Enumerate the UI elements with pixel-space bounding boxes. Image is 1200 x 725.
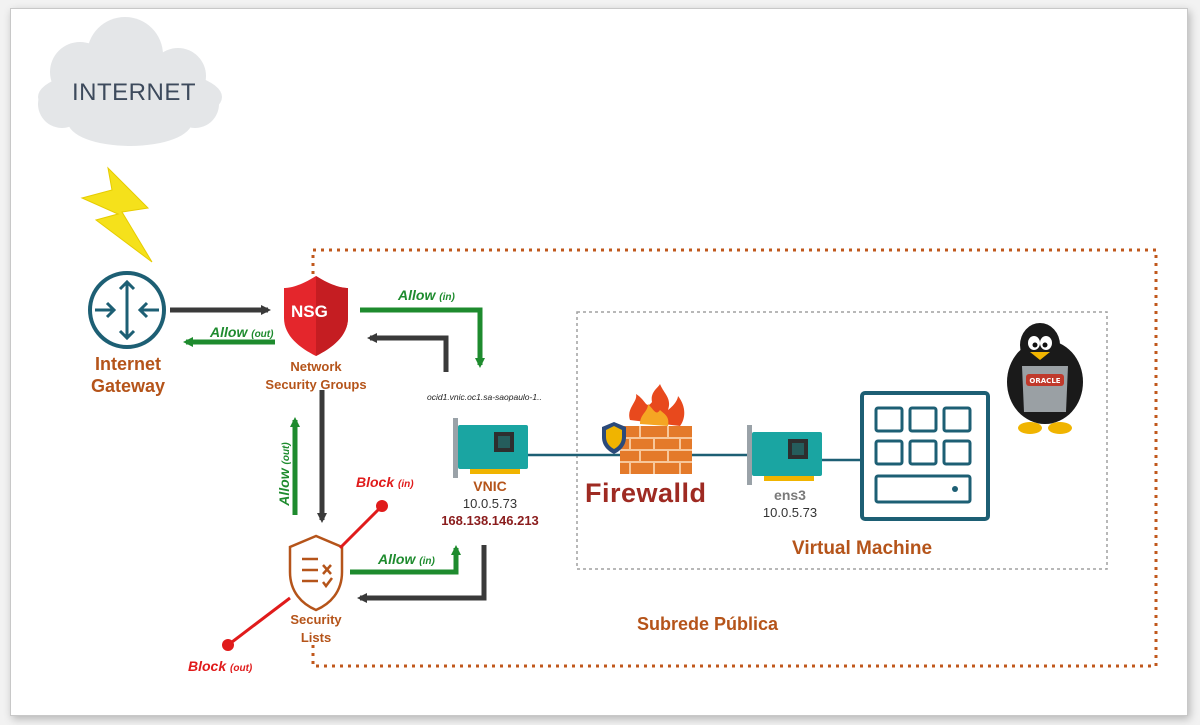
security-list-shield-icon bbox=[288, 534, 344, 612]
internet-cloud-icon bbox=[38, 17, 222, 146]
oracle-badge-text: ORACLE bbox=[1029, 377, 1060, 385]
allow-out-label-gateway: Allow (out) bbox=[210, 324, 273, 340]
security-lists-label: Security Lists bbox=[276, 611, 356, 647]
nsg-badge-text: NSG bbox=[291, 302, 328, 321]
vnic-private-ip: 10.0.5.73 bbox=[462, 496, 518, 511]
block-in-dot bbox=[376, 500, 388, 512]
allow-out-label-gateway-word: Allow bbox=[210, 324, 248, 340]
block-in-label: Block (in) bbox=[356, 474, 414, 490]
vm-boundary bbox=[576, 311, 1108, 570]
block-in-label-word: Block bbox=[356, 474, 395, 490]
firewalld-label: Firewalld bbox=[585, 478, 707, 508]
security-lists-label-line1: Security bbox=[290, 612, 342, 627]
vnic-info: VNIC 10.0.5.73 168.138.146.213 bbox=[430, 478, 550, 529]
nsg-to-vnic-allow-arrow bbox=[360, 307, 485, 368]
block-out-line bbox=[231, 596, 291, 644]
vnic-name: VNIC bbox=[473, 478, 507, 494]
block-out-label-dir: (out) bbox=[230, 663, 253, 674]
allow-in-label-nsg-dir: (in) bbox=[439, 292, 455, 303]
ens3-info: ens3 10.0.5.73 bbox=[748, 487, 832, 521]
allow-out-label-seclist-word: Allow bbox=[276, 468, 292, 506]
vnic-ocid-label: ocid1.vnic.oc1.sa-saopaulo-1.. bbox=[427, 392, 542, 402]
vnic-to-nsg-arrow bbox=[367, 333, 449, 372]
virtual-machine-label: Virtual Machine bbox=[792, 538, 933, 559]
vnic-to-seclist-arrow bbox=[357, 545, 487, 603]
allow-in-label-seclist-dir: (in) bbox=[419, 556, 435, 567]
internet-gateway-label-line1: Internet bbox=[94, 354, 161, 374]
ens3-name: ens3 bbox=[774, 487, 806, 503]
nsg-label-line2: Security Groups bbox=[265, 377, 367, 392]
vnic-card-icon bbox=[453, 418, 528, 478]
allow-in-label-seclist: Allow (in) bbox=[378, 551, 435, 567]
allow-in-label-nsg: Allow (in) bbox=[398, 287, 455, 303]
linux-penguin-icon: ORACLE bbox=[1007, 323, 1083, 434]
block-out-label: Block (out) bbox=[188, 658, 252, 674]
internet-gateway-label: Internet Gateway bbox=[80, 353, 176, 397]
nsg-label-line1: Network bbox=[290, 359, 342, 374]
block-out-dot bbox=[222, 639, 234, 651]
internet-gateway-label-line2: Gateway bbox=[90, 376, 166, 396]
nsg-label: Network Security Groups bbox=[256, 358, 376, 394]
firewall-icon bbox=[602, 384, 692, 474]
block-in-line bbox=[338, 506, 382, 550]
virtual-machine-icon bbox=[860, 391, 990, 521]
block-out-label-word: Block bbox=[188, 658, 227, 674]
router-icon bbox=[88, 271, 166, 349]
vnic-public-ip: 168.138.146.213 bbox=[441, 513, 539, 528]
subnet-boundary bbox=[311, 248, 1158, 668]
lightning-bolt-icon bbox=[80, 166, 153, 263]
seclist-to-vnic-allow-arrow bbox=[350, 545, 461, 575]
block-in-label-dir: (in) bbox=[398, 479, 414, 490]
security-lists-label-line2: Lists bbox=[300, 630, 332, 645]
diagram-frame bbox=[10, 8, 1188, 716]
allow-out-label-seclist: Allow (out) bbox=[276, 434, 292, 514]
ens3-ip: 10.0.5.73 bbox=[762, 505, 818, 520]
allow-in-label-seclist-word: Allow bbox=[378, 551, 416, 567]
internet-label: INTERNET bbox=[72, 79, 196, 106]
allow-out-label-seclist-dir: (out) bbox=[281, 442, 292, 465]
subnet-label: Subrede Pública bbox=[637, 614, 779, 634]
nsg-shield-icon bbox=[284, 276, 348, 356]
allow-out-label-gateway-dir: (out) bbox=[251, 329, 274, 340]
allow-in-label-nsg-word: Allow bbox=[398, 287, 436, 303]
ens3-card-icon bbox=[747, 425, 822, 485]
